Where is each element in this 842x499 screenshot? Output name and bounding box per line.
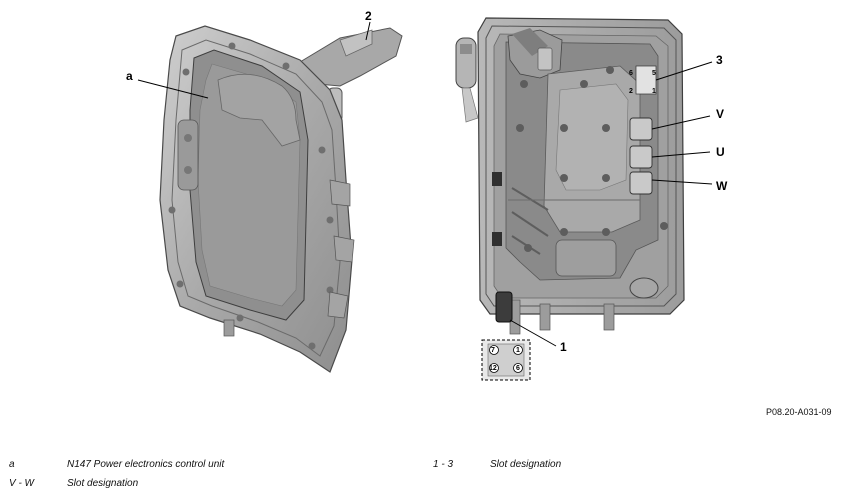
pin-label-6: 6 [629,70,633,77]
left-housing-view: a 2 [126,9,403,373]
legend-key-v-w: V - W [9,478,34,489]
callout-a: a [126,69,133,83]
callout-u-leader [651,151,711,158]
callout-2-leader [365,21,371,41]
callout-3: 3 [716,53,723,67]
legend-key-a: a [9,459,15,470]
callout-v-leader [651,115,711,130]
figure-code: P08.20-A031-09 [766,407,832,417]
callout-3-leader [655,61,713,81]
callout-a-leader [137,79,209,99]
pin-label-1: 1 [652,88,656,95]
legend-key-1-3: 1 - 3 [433,459,454,470]
legend-text-a: N147 Power electronics control unit [67,459,225,470]
callout-w: W [716,179,728,193]
callout-v: V [716,107,724,121]
callout-u: U [716,145,725,159]
pin-label-1-bottom: 1 [516,347,520,354]
callout-2: 2 [365,9,372,23]
unit-diagram: a 2 [126,9,728,381]
right-housing-view: 6 5 2 1 7 1 12 6 3 V U W 1 [455,17,728,381]
pin-label-6-bottom: 6 [516,365,520,372]
callout-w-leader [651,179,713,185]
callout-1-leader [509,319,557,347]
pin-label-12: 12 [489,365,497,372]
pin-label-5: 5 [652,70,656,77]
legend-text-1-3: Slot designation [490,459,562,470]
pin-label-2: 2 [629,88,633,95]
legend-text-v-w: Slot designation [67,478,139,489]
callout-1: 1 [560,340,567,354]
pin-label-7: 7 [491,347,495,354]
